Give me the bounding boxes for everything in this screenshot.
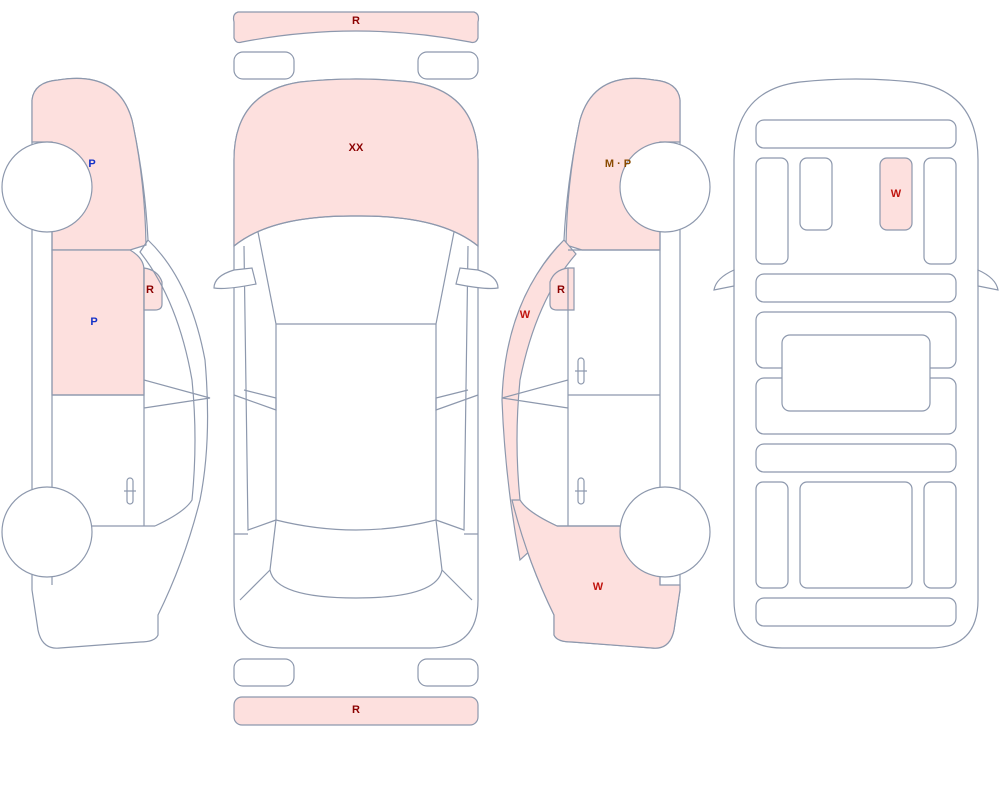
right-side-view: M · P R W W [501,77,711,649]
underbody-front-crossmember [755,119,957,149]
left-rear-wheel [1,486,93,578]
pillar-cross-lines [233,389,479,411]
mark-right-front-fender: M · P [605,158,631,170]
right-door-lines [501,142,661,585]
underbody-rail-4 [923,157,957,265]
rear-quarter-lines [234,533,478,601]
rear-right-plate [417,658,479,687]
underbody-rear-rail-right [923,481,957,589]
right-rear-wheel [619,486,711,578]
mark-underbody-panel: W [891,188,902,200]
front-bumper-damage[interactable] [232,11,480,44]
underbody-rear-crossmember [755,597,957,627]
mark-right-rear-quarter: W [593,581,604,593]
a-pillar-lines [243,231,469,531]
mark-hood: XX [349,142,364,154]
right-mirror-top [455,267,499,290]
mark-rear-bumper: R [352,704,360,716]
underbody-view: W [713,78,999,649]
underbody-left-ear [713,269,735,291]
underbody-rail-2 [799,157,833,231]
mark-front-bumper: R [352,15,360,27]
rear-bumper-damage[interactable] [233,696,479,726]
mark-left-front-fender: P [88,158,95,170]
rear-window-lines [269,519,443,599]
mark-left-front-door: P [90,316,97,328]
underbody-crossmember-2 [755,273,957,303]
underbody-rail-1 [755,157,789,265]
right-front-wheel [619,141,711,233]
mark-right-mirror: R [557,284,565,296]
rear-left-plate [233,658,295,687]
underbody-center-tunnel [781,334,931,412]
underbody-rail-3-damage[interactable] [879,157,913,231]
left-mirror-top [213,267,257,290]
windshield-line [233,215,479,247]
left-door-lines [51,142,211,585]
roof-lines [275,324,437,531]
left-front-door-damage[interactable] [51,249,145,396]
left-side-view: P P R [1,77,211,649]
underbody-right-ear [977,269,999,291]
mark-left-mirror: R [146,284,154,296]
top-view: R XX R [213,11,499,726]
underbody-crossmember-3 [755,443,957,473]
underbody-trunk-floor [799,481,913,589]
front-left-plate [233,51,295,80]
front-right-plate [417,51,479,80]
left-front-wheel [1,141,93,233]
underbody-rear-rail-left [755,481,789,589]
mark-right-pillar: W [520,309,531,321]
left-window-line [139,239,196,527]
